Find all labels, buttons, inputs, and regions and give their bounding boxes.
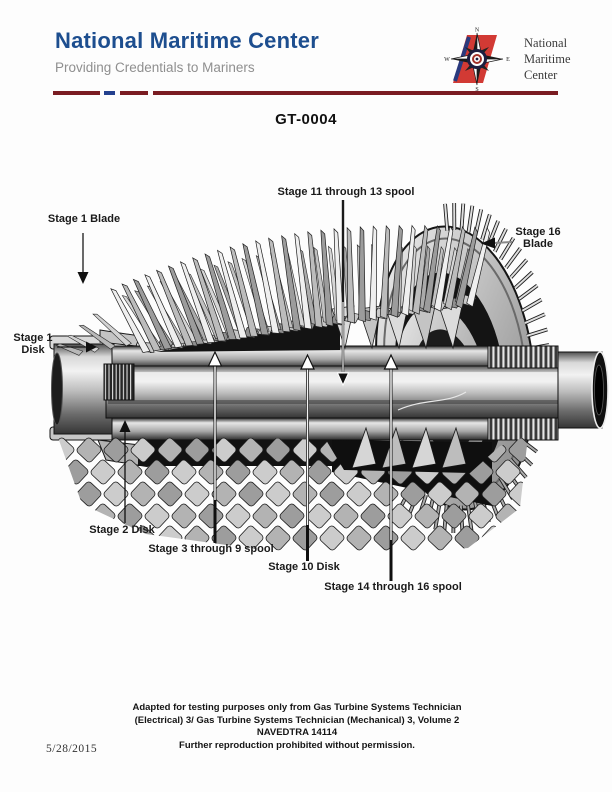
- label-stage-1-blade: Stage 1 Blade: [47, 213, 121, 225]
- header-title: National Maritime Center: [55, 28, 319, 53]
- compass-letter-e: E: [506, 57, 510, 63]
- label-line: Stage 1: [13, 332, 53, 344]
- stage-16-blade-row: [400, 202, 551, 534]
- drum-shadow: [150, 317, 340, 353]
- footer-line: (Electrical) 3/ Gas Turbine Systems Tech…: [134, 714, 460, 726]
- rotor-shaft: [49, 329, 609, 469]
- footer-attribution: Adapted for testing purposes only from G…: [0, 702, 594, 752]
- label-line: Blade: [523, 238, 553, 250]
- doc-code-title: GT-0004: [275, 111, 337, 128]
- footer-line: Adapted for testing purposes only from G…: [132, 702, 462, 713]
- divider-segment: [153, 91, 558, 95]
- compass-letter-w: W: [444, 57, 450, 63]
- label-stage-10-disk: Stage 10 Disk: [268, 561, 340, 573]
- label-stage-3-9-spool: Stage 3 through 9 spool: [148, 543, 274, 555]
- compass-letter-n: N: [475, 28, 480, 34]
- label-line: Disk: [21, 344, 45, 356]
- header-subtitle: Providing Credentials to Mariners: [55, 60, 255, 75]
- date-stamp: 5/28/2015: [46, 743, 98, 755]
- label-stage-16-blade: Stage 16 Blade: [506, 226, 570, 250]
- label-stage-11-13-spool: Stage 11 through 13 spool: [277, 186, 415, 198]
- footer-line: Further reproduction prohibited without …: [179, 739, 415, 751]
- label-stage-1-disk: Stage 1 Disk: [6, 332, 60, 356]
- logo-wordmark: National Maritime Center: [524, 35, 606, 83]
- logo-wordmark-line: Maritime: [524, 52, 571, 66]
- divider-segment: [120, 91, 148, 95]
- divider-segment-blue: [104, 91, 115, 95]
- compressor-blade-rows: [55, 224, 491, 356]
- logo-wordmark-line: Center: [524, 68, 558, 82]
- header-divider: [53, 91, 558, 95]
- aft-disk: [375, 225, 535, 511]
- label-stage-2-disk: Stage 2 Disk: [89, 524, 155, 536]
- divider-segment: [53, 91, 100, 95]
- nmc-logo: N E S W National Maritime Center: [437, 26, 607, 93]
- nmc-compass-icon: N E S W: [444, 28, 510, 93]
- lower-cavity: [138, 440, 492, 506]
- compass-letter-s: S: [475, 87, 478, 92]
- logo-wordmark-line: National: [524, 36, 568, 50]
- label-stage-14-16-spool: Stage 14 through 16 spool: [324, 581, 462, 593]
- spool-cone-blades: [331, 305, 467, 469]
- footer-line: NAVEDTRA 14114: [256, 727, 338, 739]
- label-line: Stage 16: [515, 226, 561, 238]
